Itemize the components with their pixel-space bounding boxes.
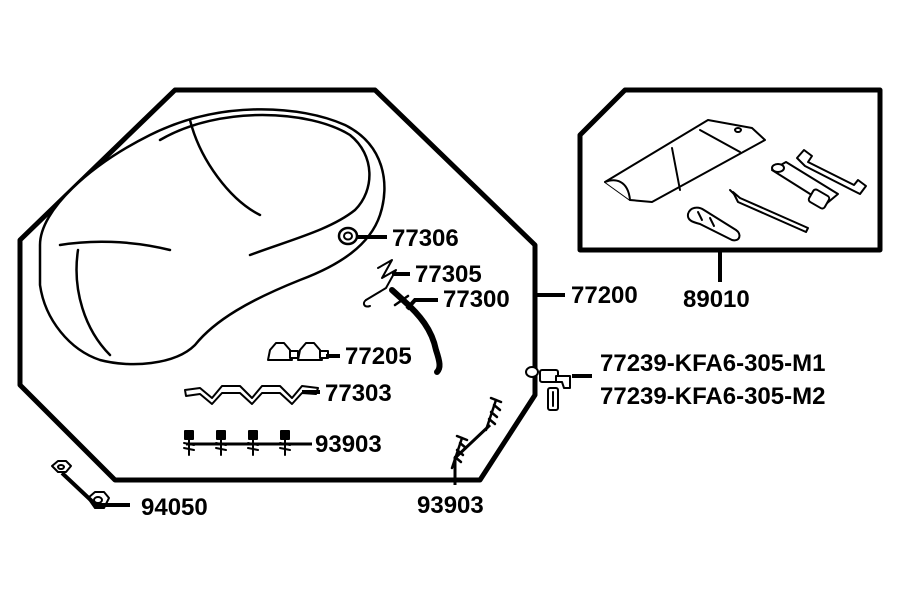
label-93903-b: 93903 — [417, 492, 484, 519]
label-77303: 77303 — [325, 380, 392, 407]
spring-77305-icon — [362, 259, 397, 308]
clips-77205-icon — [267, 342, 329, 361]
screwdriver-icon — [729, 189, 809, 233]
cable-77300-icon — [389, 287, 443, 375]
tool-pouch-icon — [604, 119, 766, 203]
label-77239-m1: 77239-KFA6-305-M1 — [600, 350, 825, 377]
label-77306: 77306 — [392, 225, 459, 252]
seat-icon — [38, 108, 386, 366]
seat-lock-icon — [525, 366, 571, 411]
leader-93903-b — [453, 423, 492, 485]
screws-93903-a-icon — [183, 430, 291, 456]
socket-wrench-icon — [771, 161, 839, 210]
label-77300: 77300 — [443, 286, 510, 313]
grommet-77306-icon — [337, 226, 359, 246]
seat-assembly-frame — [17, 87, 538, 483]
bracket-77303-icon — [184, 385, 319, 405]
label-77200: 77200 — [571, 282, 638, 309]
label-94050: 94050 — [141, 494, 208, 521]
label-77205: 77205 — [345, 343, 412, 370]
leader-94050 — [60, 471, 130, 507]
screwdriver-handle-icon — [686, 206, 741, 242]
wrench-icon — [796, 149, 867, 195]
label-77305: 77305 — [415, 261, 482, 288]
leader-77300 — [405, 298, 438, 311]
label-93903-a: 93903 — [315, 431, 382, 458]
tool-kit-frame — [577, 87, 883, 253]
label-89010: 89010 — [683, 286, 750, 313]
label-77239-m2: 77239-KFA6-305-M2 — [600, 383, 825, 410]
